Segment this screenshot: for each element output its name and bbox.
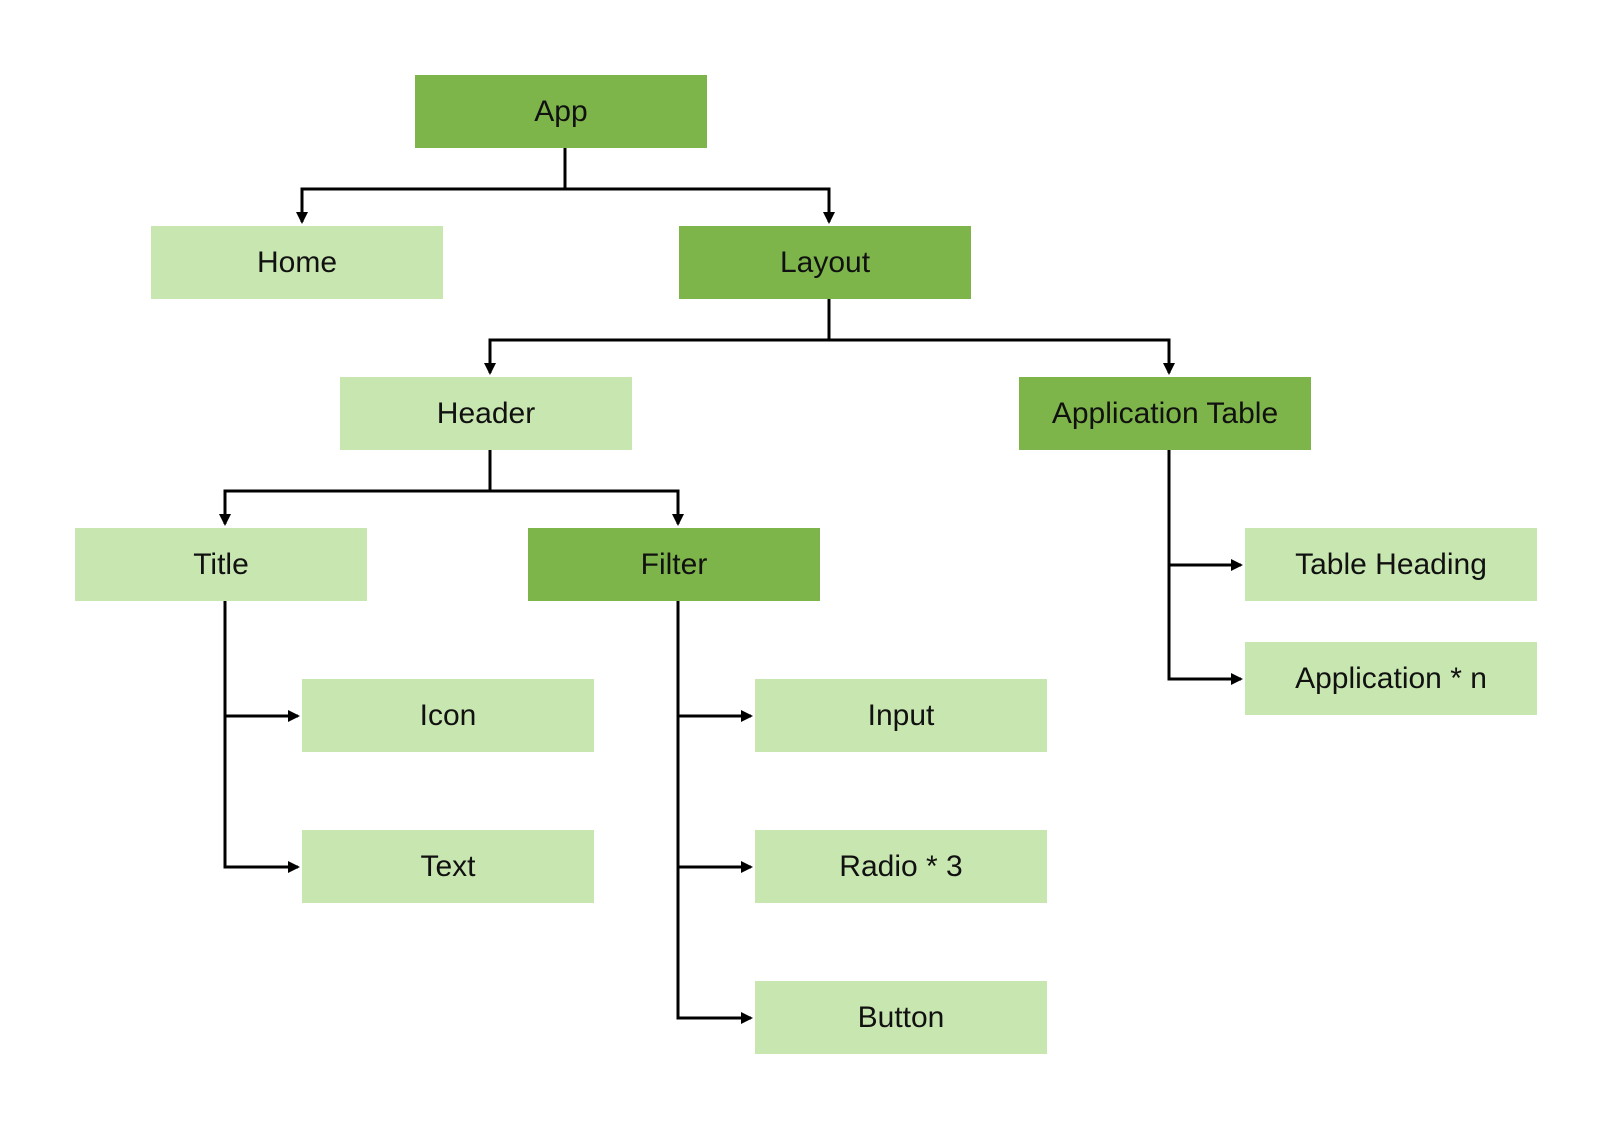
node-home-label: Home (256, 245, 338, 279)
edge-apptable-tableheading (1167, 450, 1243, 571)
node-home: Home (151, 226, 443, 299)
node-title-label: Title (193, 547, 249, 581)
node-button-label: Button (857, 1000, 945, 1034)
node-radio-label: Radio * 3 (839, 849, 963, 883)
node-button: Button (755, 981, 1047, 1054)
edge-app-home (296, 148, 567, 224)
edge-title-icon (223, 601, 300, 722)
node-application-label: Application * n (1295, 661, 1487, 695)
node-icon: Icon (302, 679, 594, 752)
node-app-label: App (534, 94, 588, 128)
node-table-heading-label: Table Heading (1295, 547, 1487, 581)
node-layout-label: Layout (779, 245, 871, 279)
node-application-table-label: Application Table (1051, 396, 1279, 430)
node-icon-label: Icon (419, 698, 477, 732)
node-header: Header (340, 377, 632, 450)
node-table-heading: Table Heading (1245, 528, 1537, 601)
edge-app-layout (563, 148, 835, 224)
edge-title-text (223, 601, 300, 873)
edge-apptable-application (1167, 450, 1243, 685)
edge-filter-radio (676, 601, 753, 873)
node-filter: Filter (528, 528, 820, 601)
node-application: Application * n (1245, 642, 1537, 715)
node-input-label: Input (867, 698, 935, 732)
edge-filter-input (676, 601, 753, 722)
node-text-label: Text (420, 849, 476, 883)
edge-filter-button (676, 601, 753, 1024)
node-header-label: Header (436, 396, 536, 430)
node-app: App (415, 75, 707, 148)
edge-layout-header (484, 299, 831, 375)
node-layout: Layout (679, 226, 971, 299)
edge-header-filter (488, 450, 684, 526)
node-filter-label: Filter (640, 547, 708, 581)
node-radio: Radio * 3 (755, 830, 1047, 903)
node-title: Title (75, 528, 367, 601)
node-text: Text (302, 830, 594, 903)
edge-layout-apptable (827, 299, 1175, 375)
node-input: Input (755, 679, 1047, 752)
edge-header-title (219, 450, 492, 526)
node-application-table: Application Table (1019, 377, 1311, 450)
